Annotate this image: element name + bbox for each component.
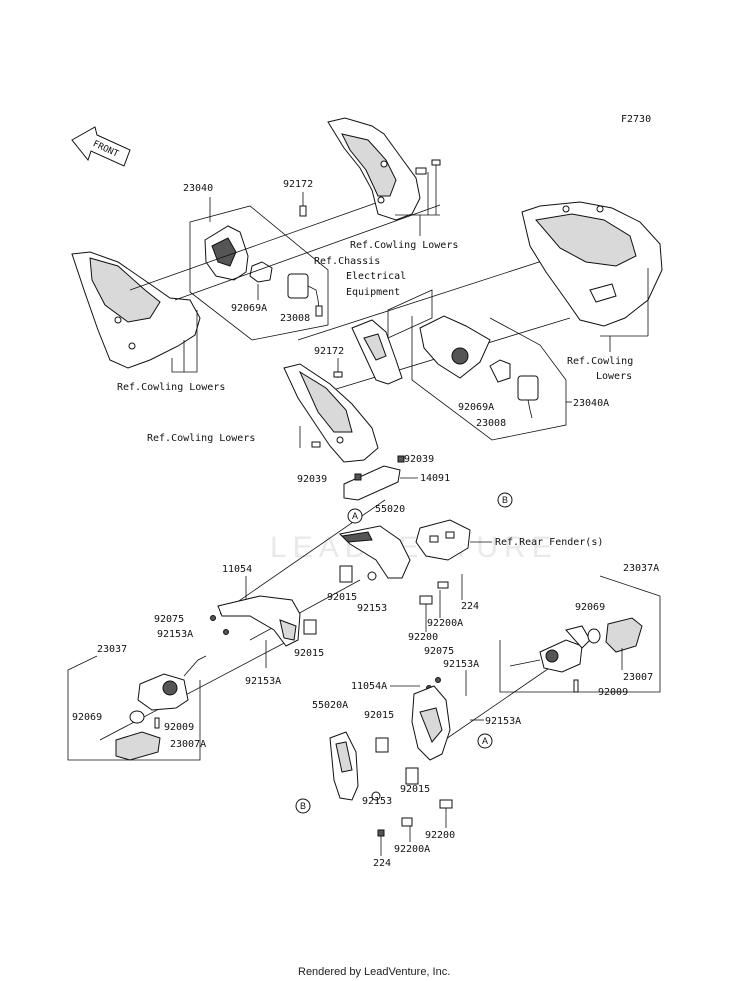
part-label-92200-top: 92200	[408, 632, 438, 643]
part-label-92153A-right: 92153A	[485, 716, 521, 727]
part-label-92153-top: 92153	[357, 603, 387, 614]
marker-b-bottom	[295, 798, 311, 814]
part-label-92069-left: 92069	[72, 712, 102, 723]
part-label-92172-top: 92172	[283, 179, 313, 190]
front-arrow-icon: FRONT	[71, 126, 131, 167]
part-label-23008-right: 23008	[476, 418, 506, 429]
part-label-92039-left: 92039	[297, 474, 327, 485]
part-label-55020A: 55020A	[312, 700, 348, 711]
part-label-23008-left: 23008	[280, 313, 310, 324]
ref-chassis-line1: Ref.Chassis	[314, 256, 380, 267]
turn-signal-23037	[137, 655, 207, 711]
turn-signal-housing-23040	[204, 225, 249, 281]
marker-a-bottom-label: A	[482, 736, 488, 746]
part-label-23040: 23040	[183, 183, 213, 194]
bulb-92069A-right	[489, 359, 511, 383]
part-label-11054: 11054	[222, 564, 252, 575]
socket-23008-left	[287, 273, 323, 317]
rear-bracket-55020	[338, 525, 411, 579]
part-label-92009-left: 92009	[164, 722, 194, 733]
ref-chassis-line3: Equipment	[346, 287, 400, 298]
lens-23007A	[115, 731, 161, 761]
bracket-14091	[343, 465, 401, 501]
part-label-92200-bottom: 92200	[425, 830, 455, 841]
part-label-92015-top: 92015	[327, 592, 357, 603]
footer-credit: Rendered by LeadVenture, Inc.	[298, 966, 450, 978]
marker-b-top	[497, 492, 513, 508]
part-label-92172-mid: 92172	[314, 346, 344, 357]
part-label-92009-right: 92009	[598, 687, 628, 698]
part-label-23040A: 23040A	[573, 398, 609, 409]
part-label-23037: 23037	[97, 644, 127, 655]
marker-b-bottom-label: B	[300, 801, 306, 811]
part-label-92069A-left: 92069A	[231, 303, 267, 314]
part-label-92153A-left-low: 92153A	[245, 676, 281, 687]
part-label-92200A-top: 92200A	[427, 618, 463, 629]
marker-a-top	[347, 508, 363, 524]
part-label-92015-left: 92015	[294, 648, 324, 659]
part-label-92015-right: 92015	[400, 784, 430, 795]
part-label-92153A-left: 92153A	[157, 629, 193, 640]
ref-cowling-lowers-right-l2: Lowers	[596, 371, 632, 382]
marker-a-top-label: A	[352, 511, 358, 521]
part-label-92153-bottom: 92153	[362, 796, 392, 807]
marker-a-bottom	[477, 733, 493, 749]
part-label-92069A-right: 92069A	[458, 402, 494, 413]
right-cowling-panel	[521, 201, 663, 327]
chassis-bracket	[351, 319, 403, 385]
rear-bracket-55020A	[329, 731, 359, 801]
ref-cowling-lowers-right-l1: Ref.Cowling	[567, 356, 633, 367]
part-label-23037A: 23037A	[623, 563, 659, 574]
part-label-92200A-bottom: 92200A	[394, 844, 430, 855]
ref-cowling-lowers-top: Ref.Cowling Lowers	[350, 240, 458, 251]
part-label-92075-right: 92075	[424, 646, 454, 657]
part-label-23007A: 23007A	[170, 739, 206, 750]
part-label-92039-right: 92039	[404, 454, 434, 465]
part-label-11054A: 11054A	[351, 681, 387, 692]
part-label-92069-right: 92069	[575, 602, 605, 613]
upper-cowling-bracket	[327, 117, 427, 221]
part-label-92075-left: 92075	[154, 614, 184, 625]
turn-signal-23037A	[509, 625, 591, 673]
ref-rear-fender: Ref.Rear Fender(s)	[495, 537, 603, 548]
marker-b-top-label: B	[502, 495, 508, 505]
center-cowling-panel	[283, 363, 379, 463]
part-label-55020: 55020	[375, 504, 405, 515]
ref-cowling-lowers-center: Ref.Cowling Lowers	[147, 433, 255, 444]
rear-fender-bracket	[415, 519, 471, 561]
stay-11054A	[411, 685, 451, 761]
figure-code: F2730	[621, 114, 651, 125]
turn-signal-housing-23040A	[419, 315, 491, 379]
ref-chassis-line2: Electrical	[346, 271, 406, 282]
left-cowling-panel	[71, 251, 201, 369]
part-label-14091: 14091	[420, 473, 450, 484]
lens-23007	[605, 617, 643, 653]
part-label-224-bottom: 224	[373, 858, 391, 869]
part-label-92015-right-top: 92015	[364, 710, 394, 721]
part-label-224-top: 224	[461, 601, 479, 612]
part-label-92153A-right-top: 92153A	[443, 659, 479, 670]
part-label-23007: 23007	[623, 672, 653, 683]
socket-23008-right	[517, 375, 539, 419]
ref-cowling-lowers-left: Ref.Cowling Lowers	[117, 382, 225, 393]
stay-11054	[217, 595, 301, 647]
